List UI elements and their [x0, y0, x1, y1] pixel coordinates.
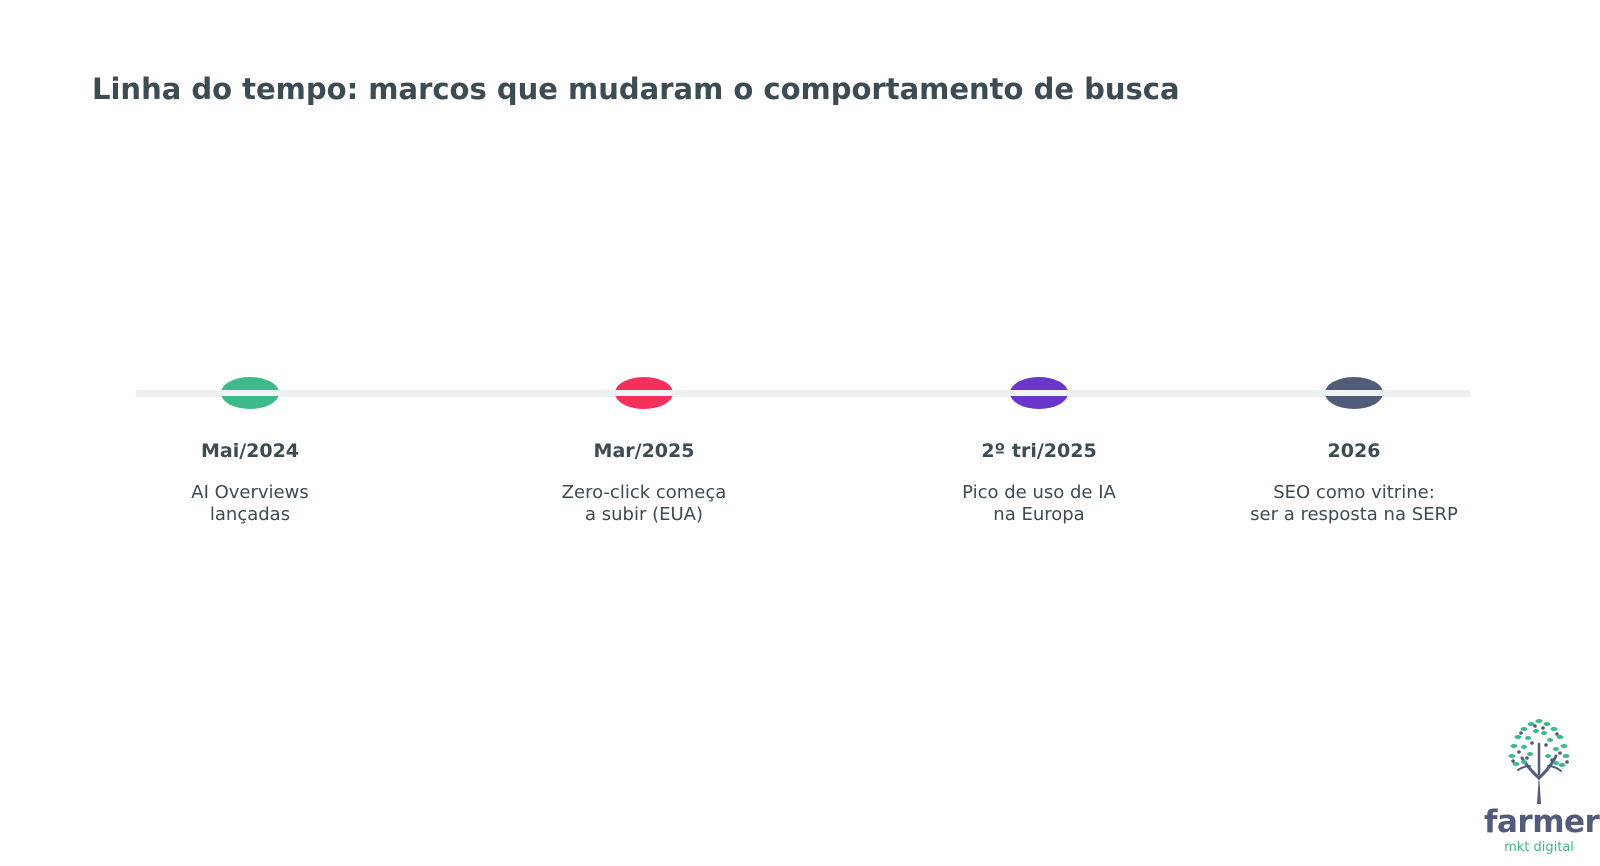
event-description-line: SEO como vitrine: — [1273, 482, 1435, 503]
logo-wordmark: farmer — [1484, 804, 1600, 840]
event-description-line: a subir (EUA) — [585, 504, 703, 525]
timeline-marker — [615, 377, 673, 409]
timeline-line — [136, 390, 1470, 397]
event-description-line: ser a resposta na SERP — [1250, 504, 1458, 525]
tree-icon — [1508, 719, 1570, 804]
event-description-line: AI Overviews — [191, 482, 309, 503]
event-description: SEO como vitrine: ser a resposta na SERP — [1214, 482, 1494, 526]
timeline-marker — [1010, 377, 1068, 409]
event-description-line: Pico de uso de IA — [962, 482, 1116, 503]
event-date: 2º tri/2025 — [981, 440, 1097, 462]
page-title: Linha do tempo: marcos que mudaram o com… — [92, 72, 1180, 106]
event-date: Mai/2024 — [200, 440, 300, 462]
event-description-line: na Europa — [993, 504, 1085, 525]
event-description-line: lançadas — [209, 504, 291, 525]
timeline-marker — [221, 377, 279, 409]
event-description: Pico de uso de IA na Europa — [899, 482, 1179, 526]
event-date: 2026 — [1327, 440, 1381, 462]
farmer-logo: farmer mkt digital — [1484, 716, 1600, 856]
event-date: Mar/2025 — [593, 440, 695, 462]
timeline-marker — [1325, 377, 1383, 409]
event-description-line: Zero-click começa — [561, 482, 727, 503]
event-description: Zero-click começa a subir (EUA) — [504, 482, 784, 526]
logo-tagline: mkt digital — [1504, 840, 1574, 855]
event-description: AI Overviews lançadas — [110, 482, 390, 526]
